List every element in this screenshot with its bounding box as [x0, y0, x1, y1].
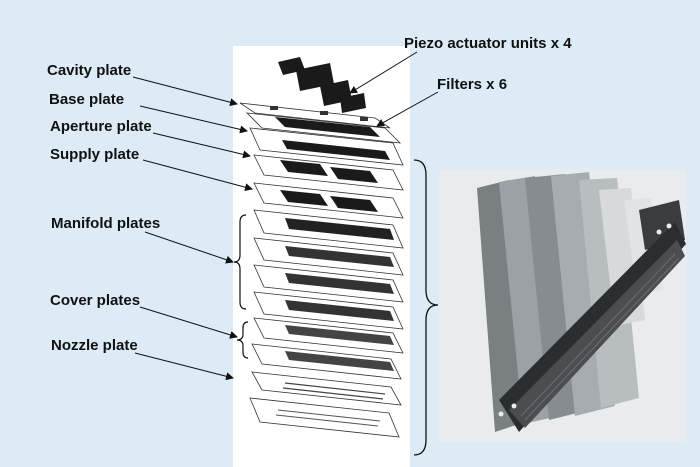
piezo-actuator-units — [278, 57, 366, 113]
cover-plates-label: Cover plates — [50, 292, 141, 309]
manifold-plates-label: Manifold plates — [51, 215, 161, 232]
metal-plates-illustration — [439, 170, 686, 442]
cover-brace — [236, 321, 249, 359]
base-plate-label: Base plate — [49, 91, 125, 108]
supply-plate-label: Supply plate — [50, 146, 140, 163]
aperture-plate-shape — [249, 127, 404, 166]
nozzle-plate-label: Nozzle plate — [51, 337, 138, 354]
base-plate-shape — [245, 112, 402, 144]
stack-brace — [413, 159, 439, 456]
cover-plates-shapes — [251, 317, 404, 380]
cavity-plate-label: Cavity plate — [47, 62, 132, 79]
leader-arrows — [132, 51, 439, 381]
supply-plate-shape-2 — [253, 182, 404, 219]
manifold-brace — [233, 214, 247, 310]
aperture-plate-label: Aperture plate — [50, 118, 152, 135]
cavity-plate-shape — [239, 102, 391, 129]
metal-plates-photo — [439, 170, 686, 442]
nozzle-plate-shape — [249, 371, 402, 438]
piezo-actuator-label: Piezo actuator units x 4 — [404, 35, 572, 52]
filters-label: Filters x 6 — [437, 76, 508, 93]
manifold-plates-shapes — [253, 209, 404, 330]
supply-plate-shape — [253, 154, 404, 191]
